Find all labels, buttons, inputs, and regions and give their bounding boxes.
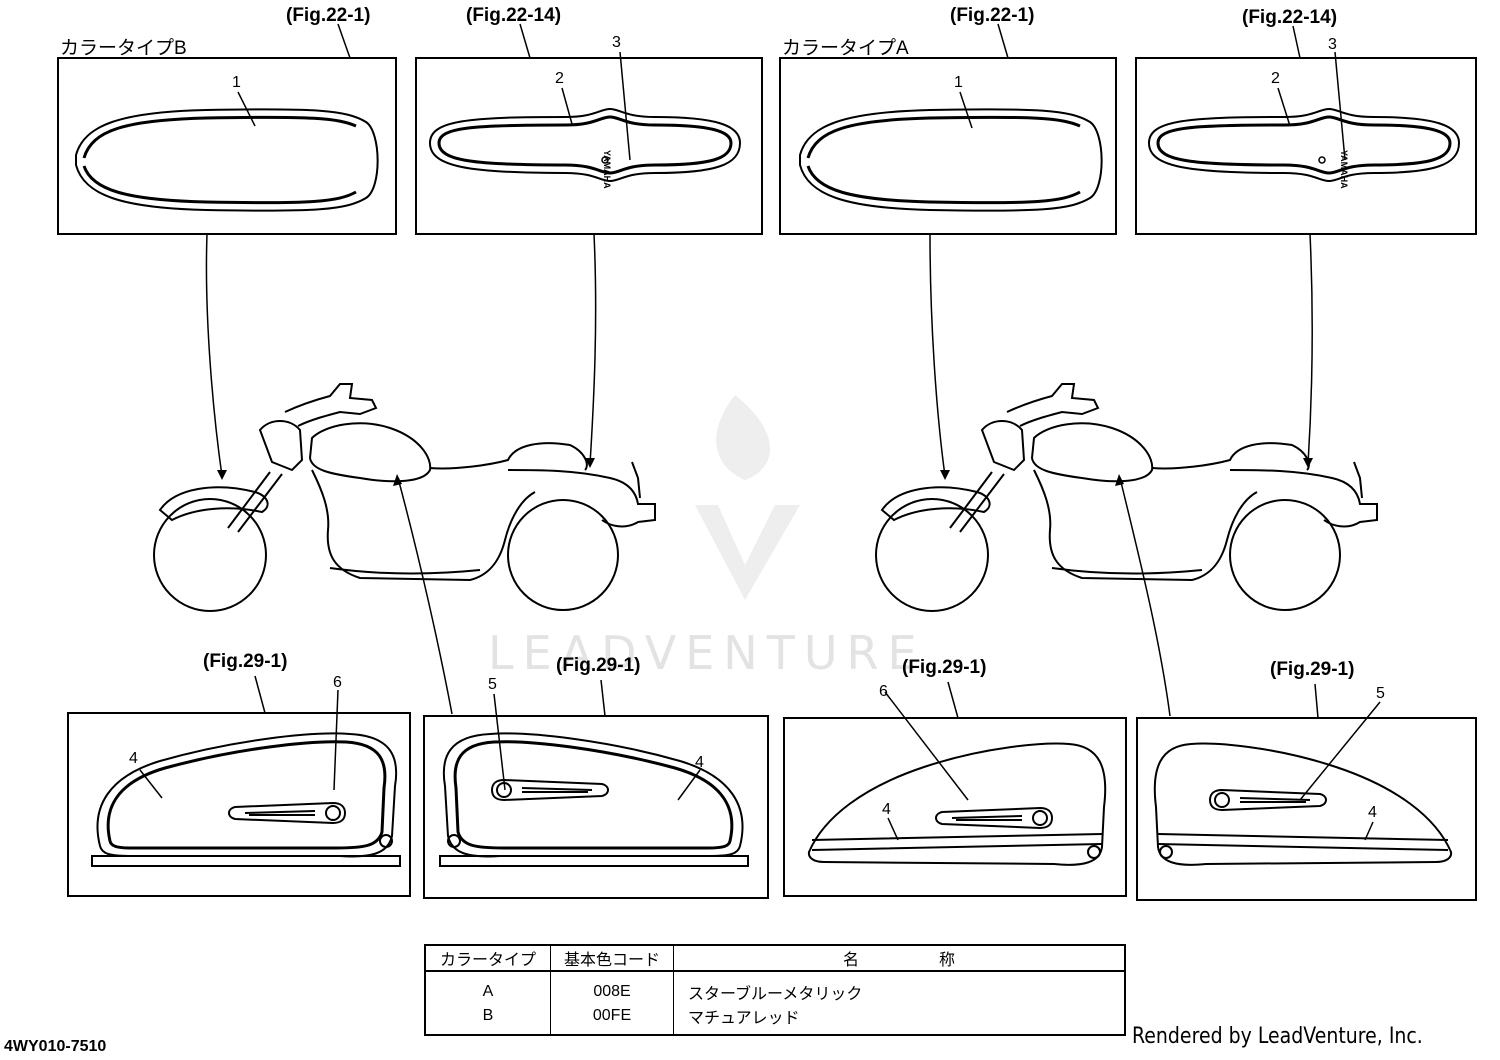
table-row: A 008E スターブルーメタリック — [424, 971, 1126, 1004]
fig-ref-29-1-b-right[interactable]: (Fig.29-1) — [556, 655, 641, 676]
callout-1-b[interactable]: 1 — [232, 74, 241, 91]
yamaha-lettering-a: YAMAHA — [1339, 150, 1349, 189]
fig-ref-22-14-a[interactable]: (Fig.22-14) — [1242, 7, 1338, 28]
fig-ref-29-1-a-left[interactable]: (Fig.29-1) — [902, 657, 987, 678]
callout-4-b-right[interactable]: 4 — [695, 754, 704, 771]
callout-5-a[interactable]: 5 — [1376, 685, 1385, 702]
rendered-by-credit: Rendered by LeadVenture, Inc. — [1132, 1024, 1423, 1049]
callout-4-a-right[interactable]: 4 — [1368, 804, 1377, 821]
fig-ref-29-1-b-left[interactable]: (Fig.29-1) — [203, 651, 288, 672]
header-color-type: カラータイプ — [424, 944, 551, 972]
yamaha-lettering-b: YAMAHA — [602, 150, 612, 189]
fig-ref-22-14-b[interactable]: (Fig.22-14) — [466, 5, 562, 26]
color-type-b-label: カラータイプB — [60, 38, 187, 59]
row-name: マチュアレッド — [673, 1004, 1126, 1035]
color-type-table: カラータイプ 基本色コード 名称 A 008E スターブルーメタリック B 00… — [424, 944, 1126, 1036]
part-code: 4WY010-7510 — [4, 1038, 107, 1055]
row-name: スターブルーメタリック — [673, 971, 1126, 1004]
callout-3-a[interactable]: 3 — [1328, 36, 1337, 53]
callout-6-b[interactable]: 6 — [333, 674, 342, 691]
callout-2-b[interactable]: 2 — [555, 70, 564, 87]
watermark-logo — [695, 395, 800, 600]
watermark-text: LEADVENTURE — [488, 626, 926, 680]
row-type: B — [424, 1004, 551, 1035]
callout-4-a-left[interactable]: 4 — [882, 801, 891, 818]
header-name-part2: 称 — [939, 952, 956, 969]
fig-ref-29-1-a-right[interactable]: (Fig.29-1) — [1270, 659, 1355, 680]
header-color-code: 基本色コード — [550, 944, 674, 972]
row-code: 00FE — [550, 1004, 674, 1035]
table-header-row: カラータイプ 基本色コード 名称 — [424, 944, 1126, 972]
color-type-a-label: カラータイプA — [782, 38, 909, 59]
callout-3-b[interactable]: 3 — [612, 34, 621, 51]
header-name: 名称 — [673, 944, 1126, 972]
row-type: A — [424, 971, 551, 1004]
callout-4-b-left[interactable]: 4 — [129, 750, 138, 767]
callout-5-b[interactable]: 5 — [488, 676, 497, 693]
row-code: 008E — [550, 971, 674, 1004]
callout-6-a[interactable]: 6 — [879, 683, 888, 700]
callout-2-a[interactable]: 2 — [1271, 70, 1280, 87]
callout-1-a[interactable]: 1 — [954, 74, 963, 91]
header-name-part1: 名 — [842, 952, 859, 969]
fig-ref-22-1-a[interactable]: (Fig.22-1) — [950, 5, 1035, 26]
fig-ref-22-1-b[interactable]: (Fig.22-1) — [286, 5, 371, 26]
table-row: B 00FE マチュアレッド — [424, 1004, 1126, 1035]
